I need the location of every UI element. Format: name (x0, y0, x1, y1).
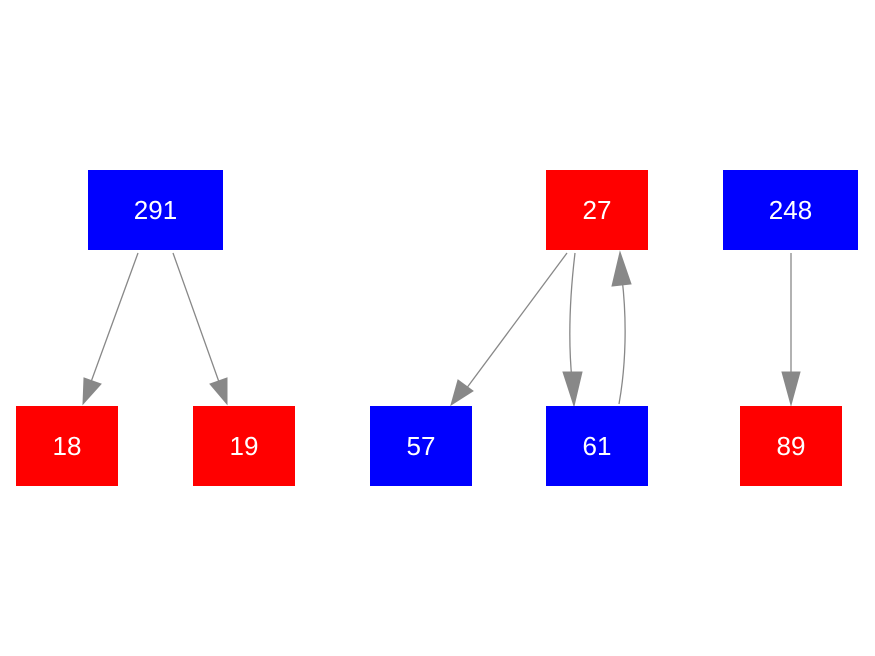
node-57: 57 (370, 406, 472, 486)
node-61-label: 61 (582, 430, 612, 461)
edge-291-18 (90, 252, 139, 383)
edge-291-19 (172, 252, 220, 383)
edge-291-19-arrowhead (209, 377, 228, 406)
edge-248-89-arrowhead (781, 371, 801, 407)
edge-61-27-arrowhead (611, 250, 632, 287)
node-248-label: 248 (768, 194, 813, 225)
node-89: 89 (740, 406, 842, 486)
edge-27-57-arrowhead (450, 379, 474, 407)
node-248: 248 (723, 170, 858, 250)
node-291: 291 (88, 170, 223, 250)
edge-27-61-arrowhead (562, 371, 583, 408)
node-18: 18 (16, 406, 118, 486)
node-57-label: 57 (406, 430, 436, 461)
node-27-label: 27 (582, 194, 612, 225)
node-61: 61 (546, 406, 648, 486)
edge-27-57 (465, 252, 568, 390)
node-27: 27 (546, 170, 648, 250)
edge-27-61 (569, 252, 576, 381)
node-19: 19 (193, 406, 295, 486)
node-19-label: 19 (229, 430, 259, 461)
node-291-label: 291 (133, 194, 178, 225)
node-89-label: 89 (776, 430, 806, 461)
edge-291-18-arrowhead (82, 377, 102, 406)
node-18-label: 18 (52, 430, 82, 461)
edge-61-27 (618, 277, 626, 405)
